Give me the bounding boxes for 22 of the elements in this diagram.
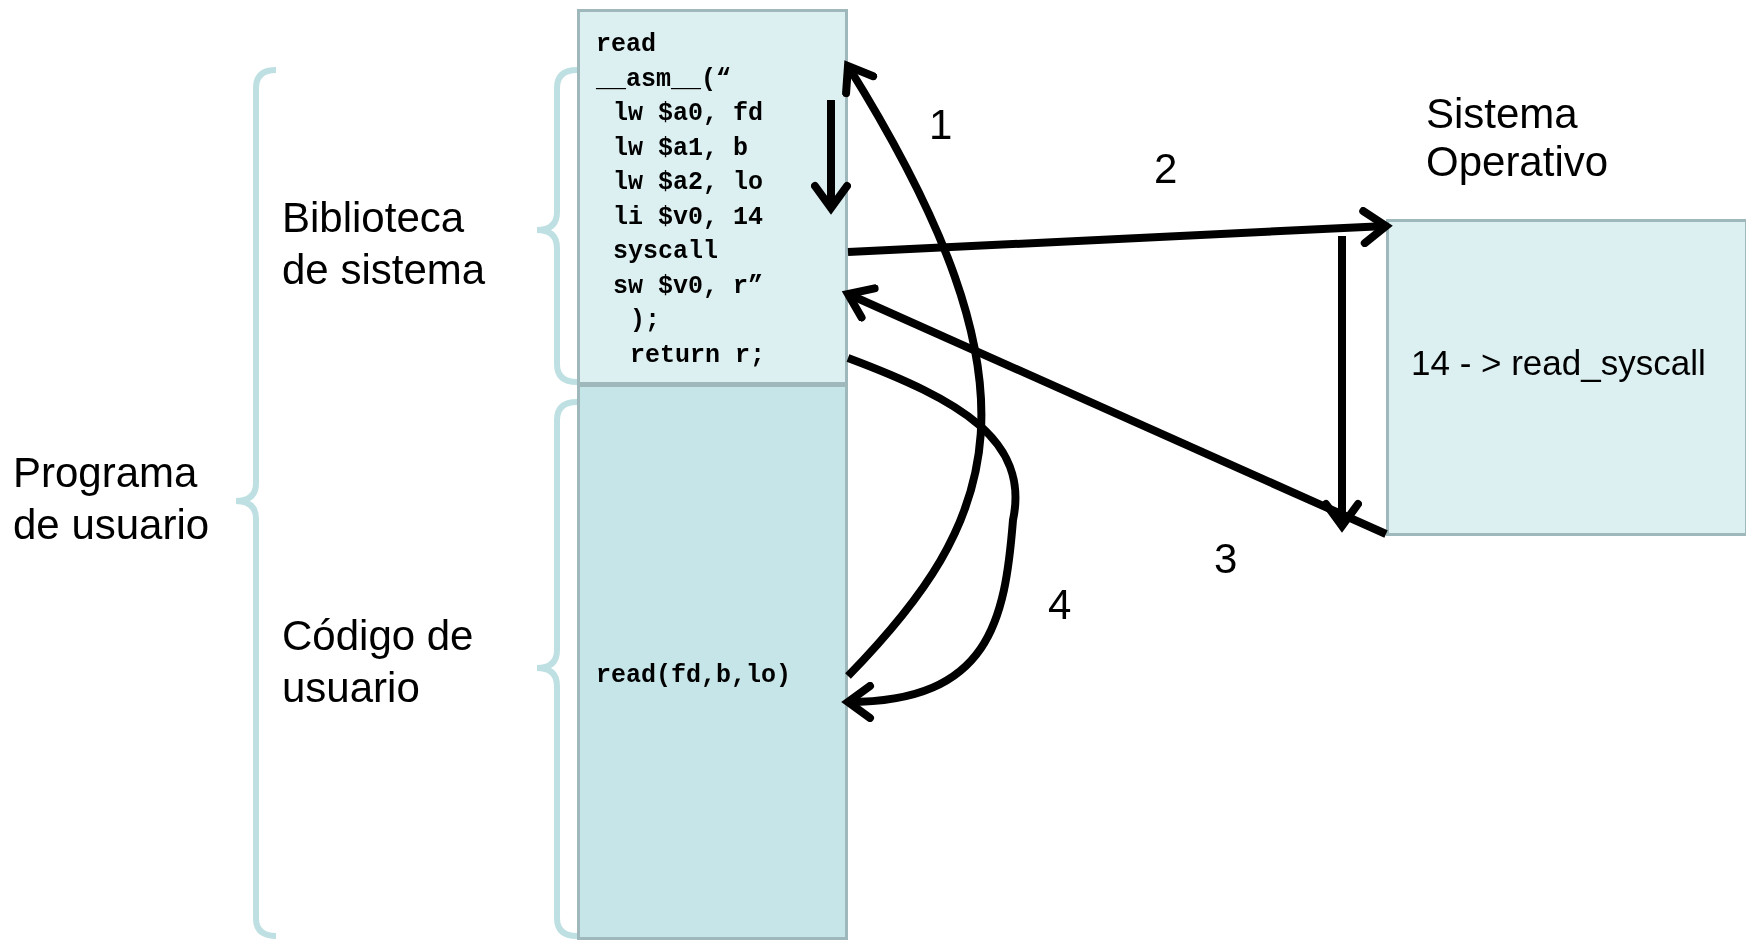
code-box — [577, 9, 848, 385]
code-line: sw $v0, r” — [613, 270, 764, 303]
code-line: read(fd,b,lo) — [596, 659, 792, 692]
arrow — [844, 284, 1388, 538]
code-line: lw $a0, fd — [613, 98, 764, 130]
code-line: syscall — [613, 236, 719, 268]
code-line: lw $a1, b — [613, 132, 749, 165]
box-text: 14 - > read_syscall — [1411, 342, 1706, 383]
bracket-label: Biblioteca de sistema — [282, 193, 487, 295]
arrow — [841, 62, 985, 679]
code-line: lw $a2, lo — [613, 167, 764, 199]
bracket-label: Código de usuario — [282, 611, 475, 713]
code-box — [577, 384, 848, 940]
box-heading: Sistema Operativo — [1426, 90, 1610, 186]
arrow — [844, 354, 1020, 721]
code-line: return r; — [630, 339, 766, 372]
code-line: __asm__(“ — [596, 63, 732, 96]
code-line: ); — [630, 305, 660, 337]
arrow — [847, 207, 1390, 256]
code-line: li $v0, 14 — [613, 201, 764, 234]
bracket-label: Programa de usuario — [13, 448, 211, 550]
code-line: read — [596, 29, 656, 61]
